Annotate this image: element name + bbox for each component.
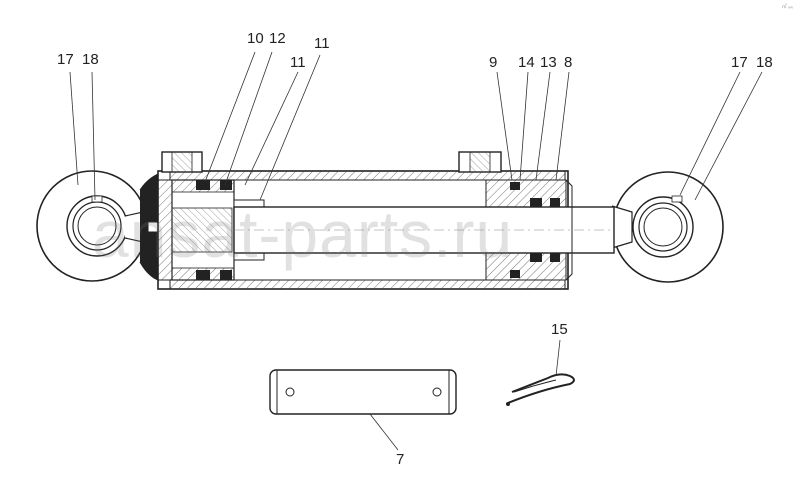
callout-11-b: 11 <box>314 35 330 52</box>
right-eye <box>611 171 724 283</box>
corner-mark: ㎡ ᵥᵥᵥ <box>781 4 793 10</box>
callout-18-left: 18 <box>82 51 99 68</box>
spring-clip-part-15 <box>506 373 575 406</box>
piston-rod <box>233 206 615 254</box>
callout-8: 8 <box>564 54 573 71</box>
callout-18-right: 18 <box>756 54 773 71</box>
callout-12: 12 <box>269 30 286 47</box>
callout-17-left: 17 <box>57 51 74 68</box>
callout-11-a: 11 <box>290 54 306 71</box>
callout-14: 14 <box>518 54 535 71</box>
left-eye <box>36 170 166 283</box>
callout-15: 15 <box>551 321 568 338</box>
callout-13: 13 <box>540 54 557 71</box>
callout-9: 9 <box>489 54 498 71</box>
pin-part-7 <box>269 369 457 415</box>
leader-lines <box>69 51 763 451</box>
callout-17-right: 17 <box>731 54 748 71</box>
watermark: ansat-parts.ru <box>92 197 514 271</box>
callout-7: 7 <box>396 451 405 468</box>
gland <box>485 179 573 281</box>
callout-10: 10 <box>247 30 264 47</box>
